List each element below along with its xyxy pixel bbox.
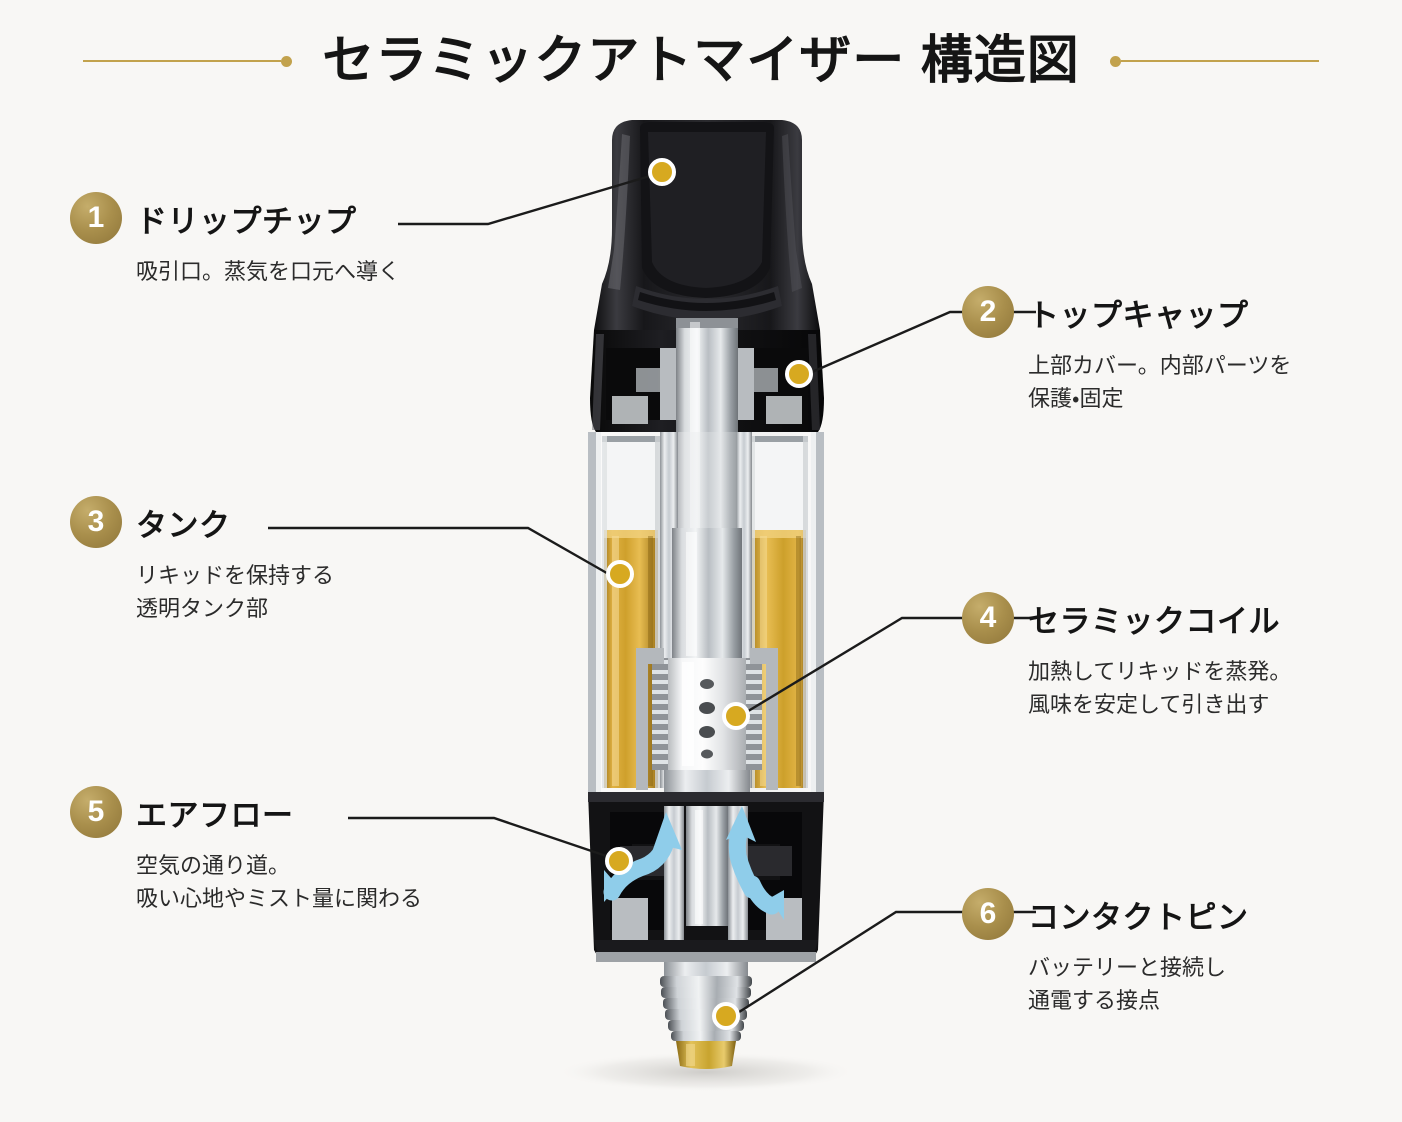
callout-5-head: 5 エアフロー	[70, 786, 470, 838]
callout-1-title: ドリップチップ	[136, 203, 357, 239]
page-title-row: セラミックアトマイザー 構造図	[0, 22, 1402, 100]
callout-5-desc: 空気の通り道。吸い心地やミスト量に関わる	[136, 853, 423, 911]
callout-6-title: コンタクトピン	[1028, 899, 1249, 935]
callout-4-title: セラミックコイル	[1028, 603, 1280, 639]
coil-winding-left	[652, 658, 668, 770]
callout-1-head: 1 ドリップチップ	[70, 192, 470, 244]
callout-2-desc: 上部カバー。内部パーツを保護・固定	[1028, 353, 1292, 411]
coil-winding-right	[746, 658, 762, 770]
callout-6-head: 6 コンタクトピン	[962, 888, 1362, 940]
callout-3: 3 タンク リキッドを保持する透明タンク部	[70, 496, 470, 625]
callout-3-desc: リキッドを保持する透明タンク部	[136, 563, 335, 621]
rule-bar-right	[1120, 60, 1319, 62]
airflow-arrows	[603, 806, 784, 920]
callout-1: 1 ドリップチップ 吸引口。蒸気を口元へ導く	[70, 192, 470, 289]
callout-6-badge: 6	[962, 888, 1014, 940]
callout-6: 6 コンタクトピン バッテリーと接続し通電する接点	[962, 888, 1362, 1017]
callout-2-head: 2 トップキャップ	[962, 286, 1362, 338]
thread-rings	[660, 976, 752, 1041]
callout-4-head: 4 セラミックコイル	[962, 592, 1362, 644]
callout-2-title: トップキャップ	[1028, 297, 1249, 333]
callout-3-badge: 3	[70, 496, 122, 548]
rule-knob-left	[281, 55, 293, 67]
decorative-rule-right	[1109, 55, 1319, 67]
ceramic-coil-part	[636, 528, 778, 810]
top-cap-part	[590, 330, 824, 432]
rule-knob-right	[1109, 55, 1121, 67]
drip-tip-part	[594, 120, 820, 330]
callout-3-title: タンク	[136, 507, 231, 543]
device-shadow	[556, 1052, 856, 1092]
callout-2-badge: 2	[962, 286, 1014, 338]
callout-2: 2 トップキャップ 上部カバー。内部パーツを保護・固定	[962, 286, 1362, 415]
gold-pin	[676, 1041, 736, 1069]
callout-5-title: エアフロー	[136, 797, 294, 833]
callout-5-badge: 5	[70, 786, 122, 838]
callout-4-desc: 加熱してリキッドを蒸発。風味を安定して引き出す	[1028, 659, 1292, 717]
callout-1-badge: 1	[70, 192, 122, 244]
rule-bar-left	[83, 60, 282, 62]
callout-6-desc: バッテリーと接続し通電する接点	[1028, 955, 1227, 1013]
callout-5: 5 エアフロー 空気の通り道。吸い心地やミスト量に関わる	[70, 786, 470, 915]
callout-4: 4 セラミックコイル 加熱してリキッドを蒸発。風味を安定して引き出す	[962, 592, 1362, 721]
decorative-rule-left	[83, 55, 293, 67]
page-title: セラミックアトマイザー 構造図	[322, 32, 1080, 90]
callout-1-desc: 吸引口。蒸気を口元へ導く	[136, 259, 401, 284]
callout-4-badge: 4	[962, 592, 1014, 644]
callout-3-head: 3 タンク	[70, 496, 470, 548]
